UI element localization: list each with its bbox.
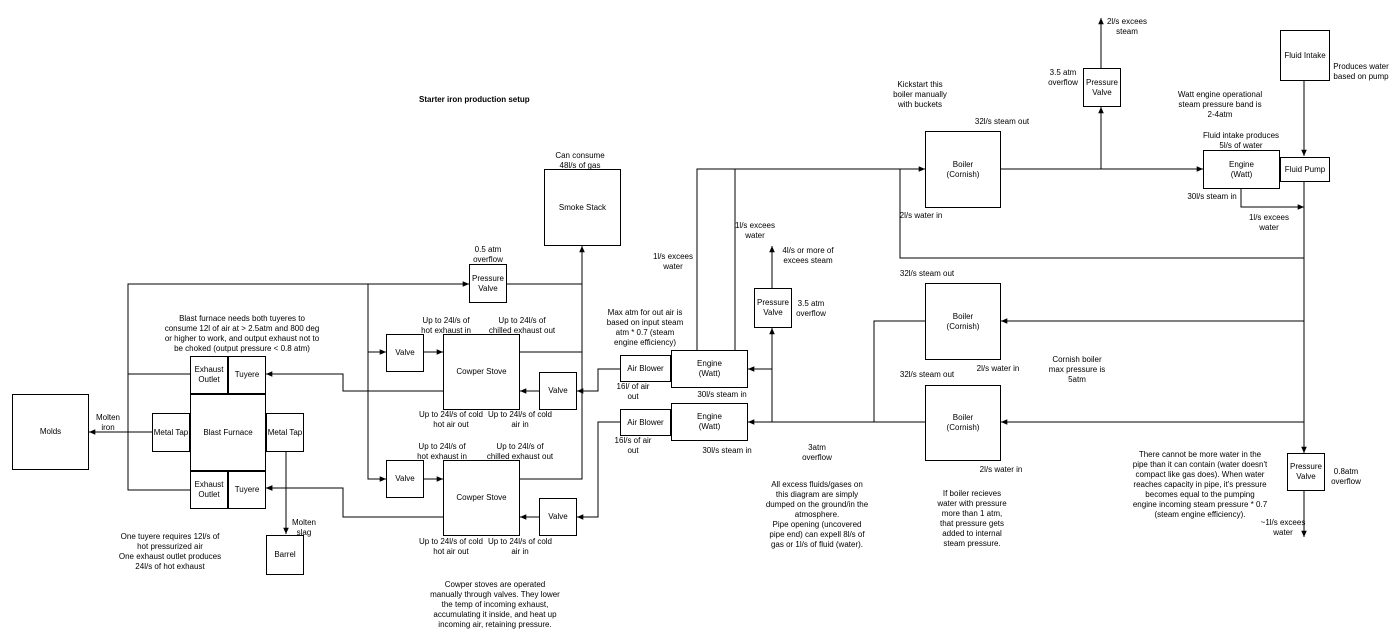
pipe-hot-air-top bbox=[266, 371, 443, 392]
label-water-in-top: 2l/s water in bbox=[899, 211, 943, 220]
label-water-overflow: 0.8atm overflow bbox=[1331, 467, 1361, 486]
exhaust-outlet-top-box: Exhaust Outlet bbox=[190, 356, 228, 394]
label-cold-air-in-top: Up to 24l/s of cold air in bbox=[487, 410, 553, 429]
label-cold-hot-air-bottom: Up to 24l/s of cold hot air out bbox=[418, 537, 484, 556]
valve-bottom-in-box[interactable]: Valve bbox=[386, 460, 424, 498]
molds-box: Molds bbox=[12, 394, 89, 470]
pipe-molten-slag bbox=[266, 452, 287, 491]
label-excess-steam-boiler: 2l/s excees steam bbox=[1106, 17, 1148, 36]
label-watt-band: Watt engine operational steam pressure b… bbox=[1177, 90, 1263, 119]
tuyere-bottom-box: Tuyere bbox=[228, 471, 266, 509]
metal-tap-right-box: Metal Tap bbox=[266, 413, 304, 452]
label-hot-exhaust-bottom: Up to 24l/s of hot exhaust in bbox=[417, 442, 467, 461]
label-three-atm-overflow: 3atm overflow bbox=[802, 443, 832, 462]
label-water-in-bottom: 2l/s water in bbox=[979, 465, 1023, 474]
pipe-boiler-mid-steam bbox=[873, 320, 925, 422]
cowper-stove-top-box: Cowper Stove bbox=[443, 334, 520, 410]
label-excess-water-left: 1l/s excees water bbox=[652, 252, 694, 271]
valve-top-out-box[interactable]: Valve bbox=[539, 372, 577, 410]
label-smoke-overflow: 0.5 atm overflow bbox=[473, 245, 503, 264]
pipe-exhaust-bottom bbox=[127, 374, 190, 491]
label-kickstart: Kickstart this boiler manually with buck… bbox=[893, 80, 947, 109]
label-produces-water: Produces water based on pump bbox=[1333, 62, 1389, 81]
label-cold-air-in-bottom: Up to 24l/s of cold air in bbox=[487, 537, 553, 556]
diagram-title: Starter iron production setup bbox=[419, 95, 530, 104]
label-molten-slag: Molten slag bbox=[291, 518, 316, 537]
pipe-exhaust-branch-bottom bbox=[367, 352, 386, 482]
air-blower-bottom-box: Air Blower bbox=[620, 409, 671, 436]
label-molten-iron: Molten iron bbox=[95, 413, 120, 432]
label-excess-water-final: ~1l/s excees water bbox=[1260, 518, 1306, 537]
engine-top-box: Engine (Watt) bbox=[671, 350, 748, 388]
engine-bottom-box: Engine (Watt) bbox=[671, 403, 748, 441]
label-water-in-mid: 2l/s water in bbox=[976, 364, 1020, 373]
label-smoke-consume: Can consume 48l/s of gas bbox=[555, 151, 605, 170]
label-steam-in-pump: 30l/s steam in bbox=[1187, 192, 1237, 201]
exhaust-outlet-bottom-box: Exhaust Outlet bbox=[190, 471, 228, 509]
cowper-stove-bottom-box: Cowper Stove bbox=[443, 460, 520, 536]
label-boiler-valve-overflow: 3.5 atm overflow bbox=[1048, 68, 1078, 87]
label-cold-hot-air-top: Up to 24l/s of cold hot air out bbox=[418, 410, 484, 429]
tuyere-top-box: Tuyere bbox=[228, 356, 266, 394]
pipe-pump-engine-excess bbox=[1240, 182, 1304, 210]
pressure-valve-smoke-box: Pressure Valve bbox=[469, 264, 507, 303]
label-steam-in-bottom: 30l/s steam in bbox=[702, 446, 752, 455]
label-steam-out-mid: 32l/s steam out bbox=[899, 269, 955, 278]
label-chilled-exhaust-bottom: Up to 24l/s of chilled exhaust out bbox=[486, 442, 554, 461]
blast-furnace-box: Blast Furnace bbox=[190, 394, 266, 471]
pressure-valve-engine-box: Pressure Valve bbox=[754, 288, 792, 328]
metal-tap-left-box: Metal Tap bbox=[152, 413, 190, 452]
label-excess-steam-engine: 4l/s or more of excees steam bbox=[782, 246, 834, 265]
boiler-bottom-box: Boiler (Cornish) bbox=[925, 385, 1001, 461]
label-boiler-pressure-note: If boiler recieves water with pressure m… bbox=[937, 489, 1007, 548]
valve-bottom-out-box[interactable]: Valve bbox=[539, 498, 577, 536]
pipe-steam-top-boiler bbox=[696, 166, 925, 350]
label-excess-water-mid: 1l/s excees water bbox=[734, 221, 776, 240]
label-steam-out-bottom: 32l/s steam out bbox=[899, 370, 955, 379]
label-chilled-exhaust-top: Up to 24l/s of chilled exhaust out bbox=[488, 316, 556, 335]
label-cornish-max: Cornish boiler max pressure is 5atm bbox=[1048, 355, 1106, 384]
fluid-intake-box: Fluid Intake bbox=[1280, 30, 1330, 81]
barrel-box: Barrel bbox=[266, 535, 304, 575]
valve-top-in-box[interactable]: Valve bbox=[386, 334, 424, 372]
label-steam-out-top: 32l/s steam out bbox=[974, 117, 1030, 126]
fluid-pump-box: Fluid Pump bbox=[1280, 157, 1330, 182]
pressure-valve-boiler-box: Pressure Valve bbox=[1083, 68, 1121, 107]
pressure-valve-water-box: Pressure Valve bbox=[1287, 453, 1325, 491]
label-excess-fluids-note: All excess fluids/gases on this diagram … bbox=[765, 480, 869, 549]
label-max-atm-note: Max atm for out air is based on input st… bbox=[606, 308, 684, 347]
label-air-out-bottom: 16l/s of air out bbox=[614, 436, 652, 455]
boiler-top-box: Boiler (Cornish) bbox=[925, 131, 1001, 208]
label-fluid-intake-produces: Fluid intake produces 5l/s of water bbox=[1202, 131, 1280, 150]
pipe-water-top bbox=[899, 169, 1304, 259]
label-blast-furnace-note: Blast furnace needs both tuyeres to cons… bbox=[164, 314, 320, 353]
label-cowper-note: Cowper stoves are operated manually thro… bbox=[430, 580, 560, 629]
pipe-chilled-bottom bbox=[520, 246, 585, 480]
pipe-exhaust-top bbox=[127, 281, 469, 375]
label-tuyere-note: One tuyere requires 12l/s of hot pressur… bbox=[118, 532, 222, 571]
label-hot-exhaust-top: Up to 24l/s of hot exhaust in bbox=[421, 316, 471, 335]
label-excess-water-pump: 1l/s excees water bbox=[1248, 213, 1290, 232]
label-engine-valve-overflow: 3.5 atm overflow bbox=[796, 299, 826, 318]
air-blower-top-box: Air Blower bbox=[620, 355, 671, 382]
engine-pump-box: Engine (Watt) bbox=[1203, 150, 1280, 189]
boiler-mid-box: Boiler (Cornish) bbox=[925, 283, 1001, 360]
pipe-hot-air-bottom bbox=[266, 485, 443, 518]
label-water-pipe-note: There cannot be more water in the pipe t… bbox=[1132, 450, 1268, 519]
pipe-air-valve-top bbox=[577, 368, 620, 394]
smoke-stack-box: Smoke Stack bbox=[544, 169, 621, 246]
pipe-air-valve-bottom bbox=[577, 421, 620, 520]
pipe-exhaust-branch bbox=[367, 284, 386, 355]
label-steam-in-top: 30l/s steam in bbox=[697, 390, 747, 399]
label-air-out-top: 16l/ of air out bbox=[616, 382, 650, 401]
